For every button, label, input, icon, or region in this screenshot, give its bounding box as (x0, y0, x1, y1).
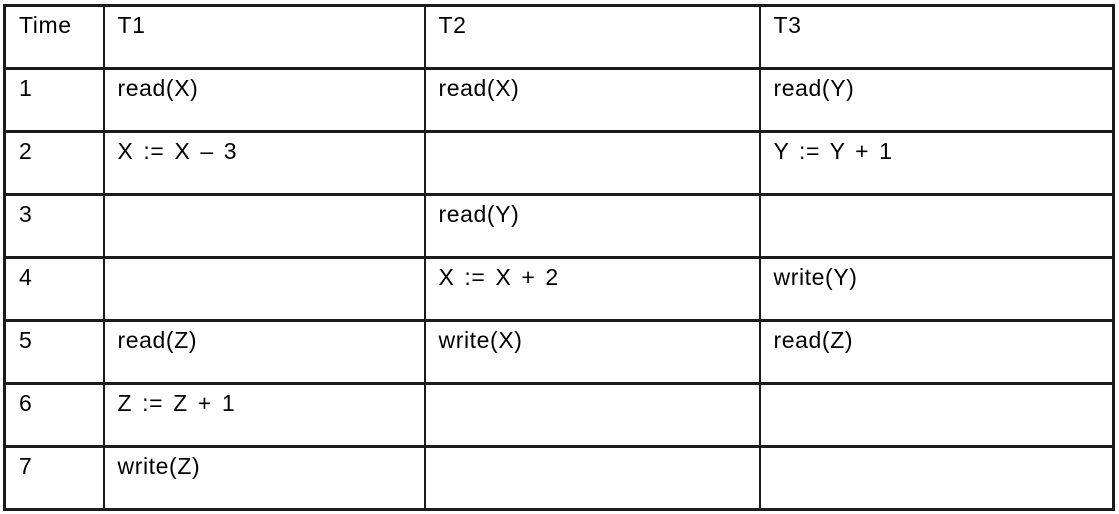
cell-t3: read(Y) (758, 67, 1115, 133)
cell-t2 (423, 130, 761, 196)
column-header-t1: T1 (102, 4, 426, 70)
cell-time: 5 (3, 319, 105, 385)
cell-t2 (423, 382, 761, 448)
column-header-t3: T3 (758, 4, 1115, 70)
cell-time: 1 (3, 67, 105, 133)
table-row: 1 read(X) read(X) read(Y) (3, 67, 1115, 133)
cell-t1 (102, 256, 426, 322)
cell-t2: write(X) (423, 319, 761, 385)
cell-t2: X := X + 2 (423, 256, 761, 322)
table-row: 7 write(Z) (3, 445, 1115, 511)
cell-time: 7 (3, 445, 105, 511)
cell-time: 2 (3, 130, 105, 196)
cell-t2: read(Y) (423, 193, 761, 259)
cell-t3: write(Y) (758, 256, 1115, 322)
cell-time: 3 (3, 193, 105, 259)
cell-t3 (758, 382, 1115, 448)
cell-t1: read(Z) (102, 319, 426, 385)
cell-time: 6 (3, 382, 105, 448)
cell-t1: read(X) (102, 67, 426, 133)
cell-t2: read(X) (423, 67, 761, 133)
cell-t1 (102, 193, 426, 259)
table-row: 2 X := X – 3 Y := Y + 1 (3, 130, 1115, 196)
cell-time: 4 (3, 256, 105, 322)
cell-t1: X := X – 3 (102, 130, 426, 196)
cell-t3 (758, 445, 1115, 511)
cell-t2 (423, 445, 761, 511)
table-row: 5 read(Z) write(X) read(Z) (3, 319, 1115, 385)
transaction-schedule-table: Time T1 T2 T3 1 read(X) read(X) read(Y) … (3, 4, 1115, 511)
cell-t3: read(Z) (758, 319, 1115, 385)
cell-t1: write(Z) (102, 445, 426, 511)
table-row: 4 X := X + 2 write(Y) (3, 256, 1115, 322)
table-row: 6 Z := Z + 1 (3, 382, 1115, 448)
cell-t3 (758, 193, 1115, 259)
header-row: Time T1 T2 T3 (3, 4, 1115, 70)
column-header-time: Time (3, 4, 105, 70)
cell-t1: Z := Z + 1 (102, 382, 426, 448)
cell-t3: Y := Y + 1 (758, 130, 1115, 196)
column-header-t2: T2 (423, 4, 761, 70)
table-row: 3 read(Y) (3, 193, 1115, 259)
